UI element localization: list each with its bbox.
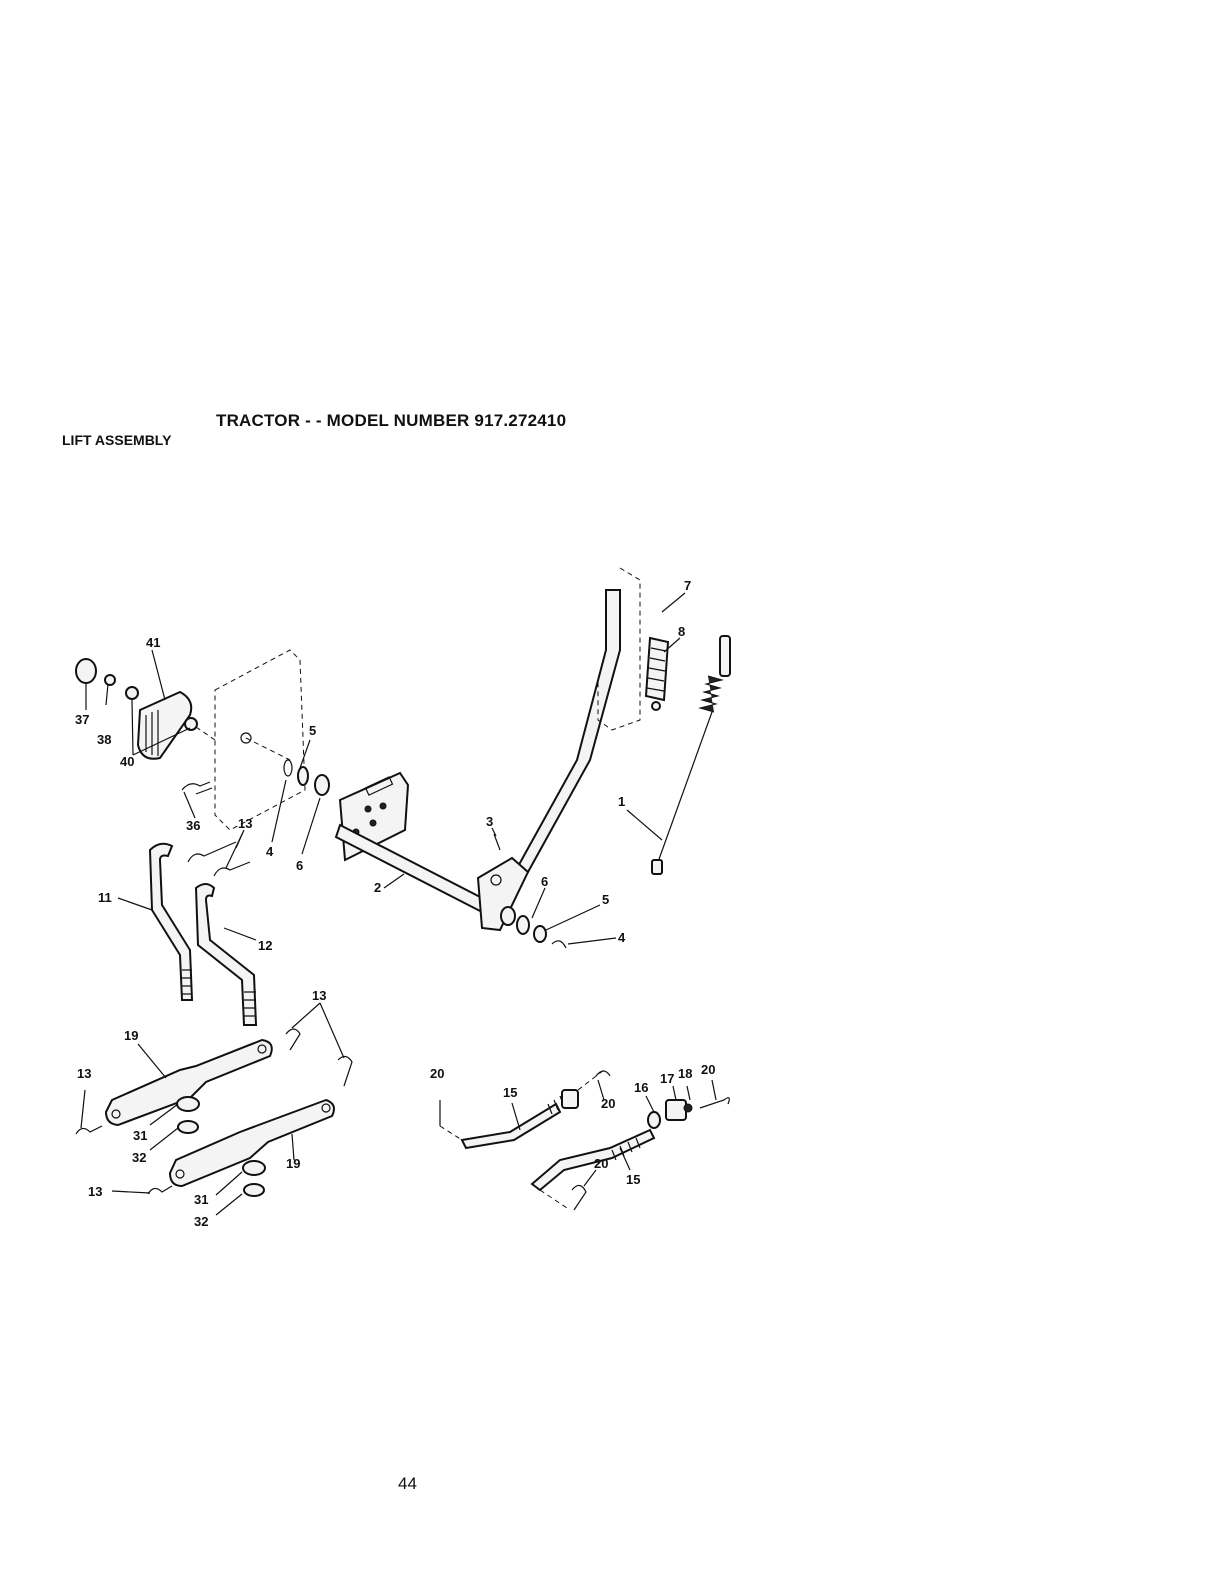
callout-13-top: 13 <box>238 816 252 831</box>
pin-part-18 <box>684 1104 692 1112</box>
cotter-pin-part-13-top-b <box>214 862 250 876</box>
bushing-part-31a <box>177 1097 199 1111</box>
callout-4-left: 4 <box>266 844 274 859</box>
spring-clip-part-20-b <box>596 1071 610 1076</box>
button-part-8 <box>652 702 660 710</box>
callout-20-left: 20 <box>430 1066 444 1081</box>
clip-part-4b <box>552 941 566 948</box>
spring-clip-part-36 <box>182 782 212 794</box>
callout-11: 11 <box>98 890 112 905</box>
rod-end <box>652 860 662 874</box>
callout-4-right: 4 <box>618 930 626 945</box>
callout-13-left: 13 <box>77 1066 91 1081</box>
washer-part-5a <box>298 767 308 785</box>
callout-32-upper: 32 <box>132 1150 146 1165</box>
bracket-hole-c <box>370 820 376 826</box>
callout-18: 18 <box>678 1066 692 1081</box>
frame-panel-outline <box>215 650 305 830</box>
dashed-link-lower <box>540 1190 570 1210</box>
callout-19-lower: 19 <box>286 1156 300 1171</box>
callout-31-upper: 31 <box>133 1128 147 1143</box>
callout-36: 36 <box>186 818 200 833</box>
callout-40: 40 <box>120 754 134 769</box>
callout-15-lower: 15 <box>626 1172 640 1187</box>
callout-37: 37 <box>75 712 89 727</box>
callout-15-upper: 15 <box>503 1085 517 1100</box>
callout-5-right: 5 <box>602 892 609 907</box>
ferrule-part-17 <box>666 1100 686 1120</box>
callout-6-left: 6 <box>296 858 303 873</box>
bushing-part-6b <box>501 907 515 925</box>
ferrule-upper <box>562 1090 578 1108</box>
bushing-part-6a <box>315 775 329 795</box>
callout-20-bottom: 20 <box>594 1156 608 1171</box>
nut-part-16 <box>648 1112 660 1128</box>
nut-part-32a <box>178 1121 198 1133</box>
callout-3: 3 <box>486 814 493 829</box>
nut-part-32b <box>244 1184 264 1196</box>
lift-lever <box>516 590 620 872</box>
spring-coils <box>700 676 722 712</box>
lift-link-part-12 <box>196 884 256 1025</box>
washer-part-40b <box>185 718 197 730</box>
spring-clip-part-20-c <box>700 1098 729 1108</box>
cotter-pin-part-13-mid-b <box>338 1056 352 1086</box>
cotter-pin-part-13-mid-a <box>286 1029 300 1050</box>
washer-part-5c <box>534 926 546 942</box>
callout-1: 1 <box>618 794 625 809</box>
callout-13-mid: 13 <box>312 988 326 1003</box>
clip-part-4a <box>284 760 292 776</box>
spring-rod-part-1 <box>658 712 712 862</box>
callout-20-mid: 20 <box>601 1096 615 1111</box>
lift-shaft-part-2 <box>336 825 486 912</box>
callout-12: 12 <box>258 938 272 953</box>
bracket-hole-a <box>365 806 371 812</box>
washer-part-5b <box>517 916 529 934</box>
callout-17: 17 <box>660 1071 674 1086</box>
callout-31-lower: 31 <box>194 1192 208 1207</box>
callout-7: 7 <box>684 578 691 593</box>
callout-13-bottom: 13 <box>88 1184 102 1199</box>
callout-41: 41 <box>146 635 160 650</box>
rod-knob <box>720 636 730 676</box>
bracket-hole-b <box>380 803 386 809</box>
page-number: 44 <box>398 1474 417 1494</box>
leader-dashed-frame <box>246 738 290 760</box>
lift-arm-part-19a <box>106 1040 272 1125</box>
adjust-rod-part-15a <box>462 1104 560 1148</box>
knob-part-37 <box>76 659 96 683</box>
dashed-axis-plate <box>196 727 215 740</box>
washer-part-40a <box>126 687 138 699</box>
leader-lines <box>81 593 716 1215</box>
callout-38: 38 <box>97 732 111 747</box>
spring-clip-part-20-d <box>572 1185 586 1210</box>
cotter-pin-part-13-low-b <box>148 1186 172 1194</box>
callout-32-lower: 32 <box>194 1214 208 1229</box>
callout-20-right: 20 <box>701 1062 715 1077</box>
callout-6-right: 6 <box>541 874 548 889</box>
washer-part-38 <box>105 675 115 685</box>
callout-19-upper: 19 <box>124 1028 138 1043</box>
cotter-pin-part-13-low-a <box>76 1126 102 1134</box>
callout-5-left: 5 <box>309 723 316 738</box>
callout-16: 16 <box>634 1080 648 1095</box>
lift-link-part-11 <box>150 844 192 1000</box>
callout-8: 8 <box>678 624 685 639</box>
cotter-pin-part-3 <box>494 834 500 850</box>
callout-2: 2 <box>374 880 381 895</box>
bushing-part-31b <box>243 1161 265 1175</box>
cotter-pin-part-13-top-a <box>188 842 236 862</box>
